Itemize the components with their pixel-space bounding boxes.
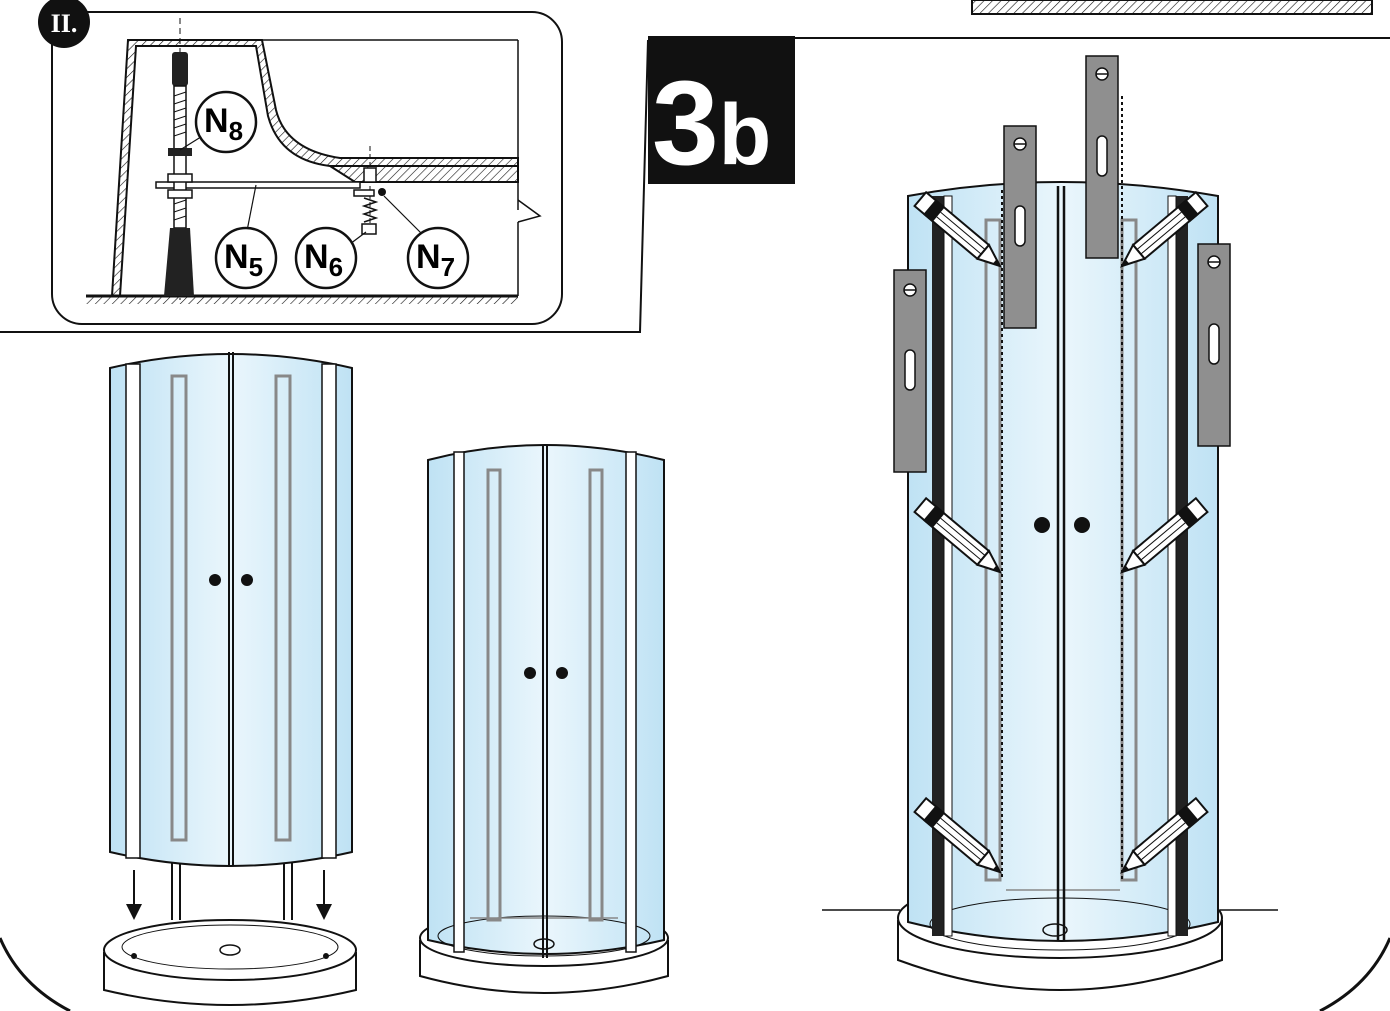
top-right-hatched-strip: [971, 0, 1373, 15]
spirit-level-icon: [1003, 125, 1037, 329]
label-n7: N7: [406, 226, 470, 290]
step-letter: b: [719, 87, 772, 183]
step-badge: 3b: [648, 36, 1390, 190]
down-arrow-icon: [126, 870, 142, 920]
pencil-icon: [913, 190, 1003, 268]
detail-badge: II.: [51, 9, 78, 38]
label-n6: N6: [294, 226, 358, 290]
shower-enclosure-lowering: [103, 352, 357, 1006]
pencil-icon: [913, 496, 1003, 574]
bottom-frame-border: [0, 937, 1390, 1011]
pencil-icon: [1119, 796, 1209, 874]
label-n5: N5: [214, 226, 278, 290]
shower-enclosure-placed: [419, 444, 669, 994]
pencil-icon: [1119, 496, 1209, 574]
detail-panel-ii: II. N8 N5 N6 N7: [0, 0, 649, 333]
svg-text:3b: 3b: [652, 56, 771, 190]
svg-text:N6: N6: [304, 238, 343, 282]
svg-text:N5: N5: [224, 238, 263, 282]
spirit-level-icon: [1085, 55, 1119, 259]
svg-text:N7: N7: [416, 238, 455, 282]
step-number: 3: [652, 56, 719, 190]
svg-text:N8: N8: [204, 102, 243, 146]
pencil-icon: [1119, 190, 1209, 268]
spirit-level-icon: [893, 269, 927, 473]
spirit-level-icon: [1197, 243, 1231, 447]
pencil-icon: [913, 796, 1003, 874]
shower-enclosure-leveling: [822, 55, 1278, 991]
label-n8: N8: [194, 90, 258, 154]
down-arrow-icon: [316, 870, 332, 920]
